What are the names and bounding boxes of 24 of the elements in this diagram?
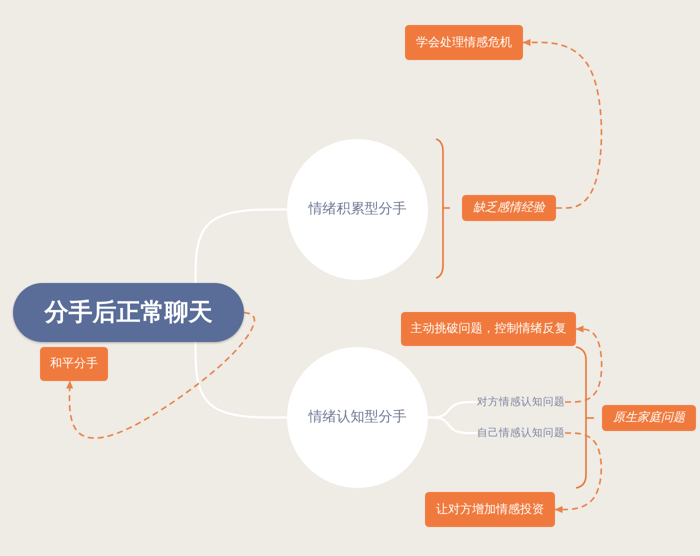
dashed-arrow [565, 326, 602, 403]
central-topic-pill [13, 283, 244, 342]
note-tag [405, 25, 523, 60]
note-text: 学会处理情感危机 [416, 34, 512, 50]
note-tag [40, 347, 108, 381]
note-text: 和平分手 [50, 356, 98, 372]
central-topic-title: 分手后正常聊天 [44, 298, 212, 327]
connector-line [194, 208, 287, 283]
topic-label: 情绪积累型分手 [308, 200, 406, 219]
note-text: 让对方增加情感投资 [436, 502, 544, 518]
note-tag [602, 405, 696, 431]
note-text: 缺乏感情经验 [473, 200, 545, 216]
dashed-arrow [66, 312, 256, 439]
subtopic-text: 对方情感认知问题 [477, 395, 565, 409]
note-tag [401, 312, 576, 346]
dashed-arrow [522, 38, 602, 209]
connector-line [194, 342, 287, 419]
note-tag [425, 492, 555, 527]
note-text: 原生家庭问题 [613, 410, 685, 426]
subtopic-text: 自己情感认知问题 [477, 426, 565, 440]
note-text: 主动挑破问题，控制情绪反复 [410, 321, 566, 337]
note-tag [462, 195, 556, 221]
dashed-arrow [554, 432, 602, 513]
topic-label: 情绪认知型分手 [308, 408, 406, 427]
